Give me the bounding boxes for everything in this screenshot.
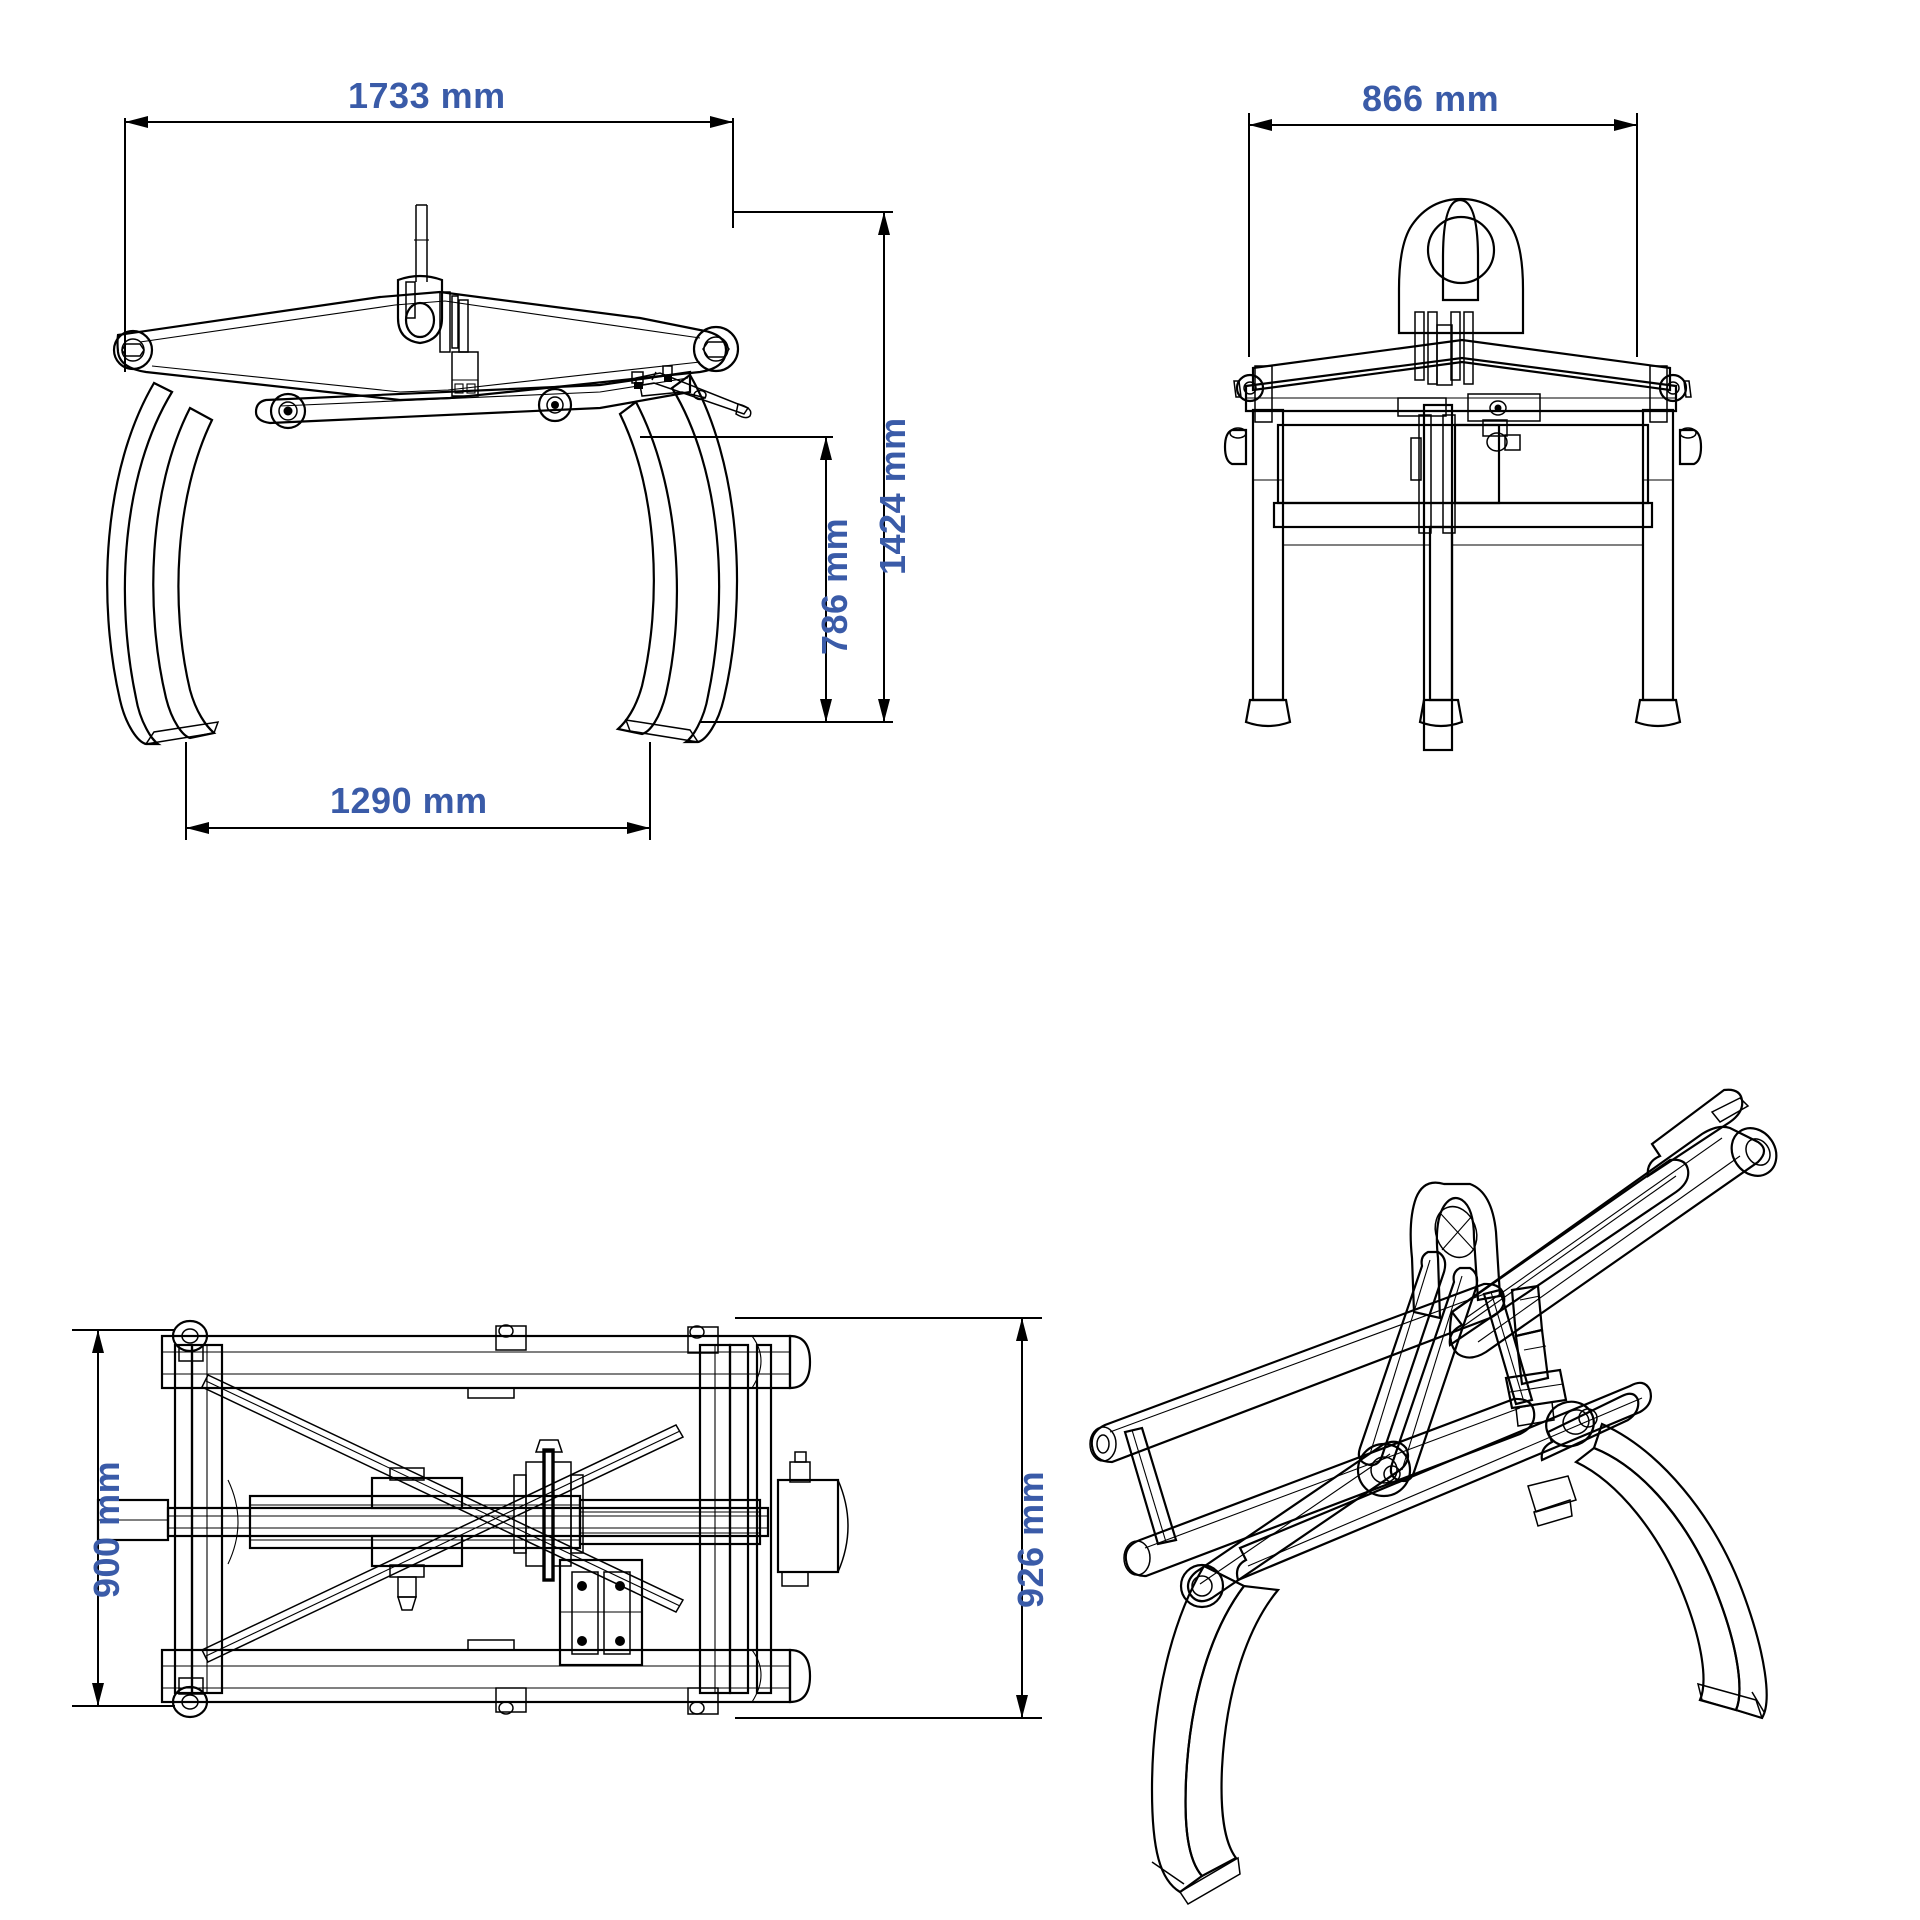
iso-tine-left: [1150, 1564, 1281, 1906]
side-latch-handle: [631, 365, 752, 419]
plan-center-axle: [166, 1494, 770, 1550]
iso-lower-arm-left: [1179, 1440, 1410, 1609]
plan-center-hub: [513, 1439, 584, 1582]
side-view-group: [106, 116, 893, 840]
plan-beam-tabs: [467, 1324, 527, 1715]
dim-label-1733: 1733 mm: [348, 75, 506, 116]
plan-corner-pins: [171, 1319, 719, 1719]
iso-lifting-eye: [1409, 1181, 1502, 1320]
plan-diagonal-braces: [200, 1374, 685, 1663]
iso-front-tube: [1123, 1397, 1536, 1578]
side-main-beam: [112, 290, 740, 402]
front-eye-clevis: [1414, 311, 1474, 386]
iso-tine-right: [1573, 1422, 1768, 1720]
front-body-box: [1272, 393, 1654, 752]
iso-under-bracket: [1527, 1475, 1577, 1527]
iso-side-rails: [1123, 1288, 1534, 1546]
top-view-group: [72, 1317, 1042, 1719]
dim-866: [1248, 113, 1638, 357]
dim-label-1424: 1424 mm: [872, 417, 913, 575]
front-leg-ties: [1283, 526, 1643, 546]
iso-rear-tube: [1089, 1282, 1506, 1464]
dim-786: [640, 436, 833, 722]
dim-label-1290: 1290 mm: [330, 780, 488, 821]
plan-beam-bottom: [160, 1648, 812, 1704]
iso-right-pivot: [1545, 1400, 1598, 1448]
plan-rail-left: [173, 1343, 224, 1695]
side-lower-link: [254, 370, 692, 430]
iso-mid-bar: [1235, 1381, 1652, 1582]
plan-mid-bracket-left: [370, 1467, 464, 1611]
iso-cylinder: [1448, 1097, 1778, 1359]
plan-left-enddetail: [96, 1479, 239, 1565]
side-tine-left: [106, 381, 220, 746]
front-leg-center: [1418, 525, 1464, 728]
dim-label-900: 900 mm: [86, 1460, 127, 1598]
plan-rail-right: [698, 1343, 773, 1695]
dim-1733: [124, 116, 734, 372]
plan-hinge-block: [558, 1558, 644, 1667]
iso-actuator: [1504, 1284, 1568, 1427]
plan-right-endcap: [776, 1451, 849, 1587]
iso-linkage-bars: [1356, 1250, 1479, 1498]
front-lifting-eye: [1397, 197, 1525, 335]
dim-1290: [185, 742, 651, 840]
side-tine-right: [615, 373, 739, 744]
iso-rear-cross: [1540, 1392, 1640, 1462]
front-leg-right: [1634, 408, 1703, 728]
dim-label-926: 926 mm: [1010, 1470, 1051, 1608]
plan-beam-top: [160, 1334, 812, 1390]
side-pull-rod: [414, 204, 429, 282]
front-top-beam: [1233, 338, 1692, 423]
dim-1424: [700, 211, 893, 723]
iso-view-group: [1089, 1088, 1778, 1906]
front-view-group: [1223, 113, 1703, 752]
front-leg-left: [1223, 408, 1292, 728]
dim-label-786: 786 mm: [814, 517, 855, 655]
dim-label-866: 866 mm: [1362, 78, 1500, 119]
dim-926: [735, 1317, 1042, 1719]
